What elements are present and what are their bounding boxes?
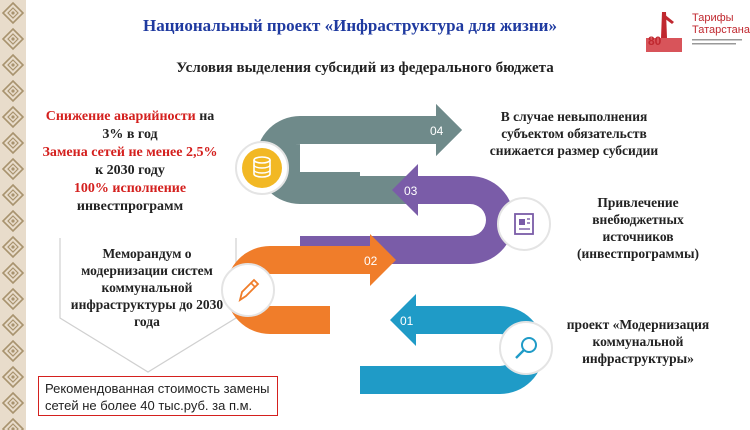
target-execution: 100% исполнение [73, 181, 187, 196]
target-accident-reduction: Снижение аварийности [45, 109, 196, 124]
band-01-shape [330, 294, 544, 394]
step-number-01: 01 [400, 314, 414, 328]
target-investprograms: инвестпрограмм [76, 199, 184, 214]
logo-name-line2: Татарстана [692, 24, 750, 36]
logo-name: Тарифы Татарстана [692, 12, 750, 36]
coins-icon [235, 141, 289, 195]
memorandum-text: Меморандум о модернизации систем коммуна… [70, 246, 224, 329]
step-number-02: 02 [364, 254, 378, 268]
monument-logo-icon [646, 12, 682, 52]
step-01-text: проект «Модернизация коммунальной инфрас… [566, 317, 710, 366]
target-on: на [199, 109, 215, 124]
pencil-icon [221, 263, 275, 317]
logo-name-line1: Тарифы [692, 12, 734, 24]
step-number-04: 04 [430, 124, 444, 138]
page-title: Национальный проект «Инфраструктура для … [143, 16, 557, 35]
target-percent-year: 3% в год [102, 127, 158, 142]
band-03-shape [300, 164, 514, 264]
ornament-border [0, 0, 26, 430]
step-number-03: 03 [404, 184, 418, 198]
step-04-text: В случае невыполнения субъектом обязател… [489, 109, 659, 158]
recommended-cost-box: Рекомендованная стоимость замены сетей н… [38, 376, 278, 416]
page-subtitle: Условия выделения субсидий из федерально… [176, 60, 554, 76]
step-03-text: Привлечение внебюджетных источников (инв… [577, 195, 699, 261]
target-deadline: к 2030 году [95, 163, 165, 178]
target-network-replacement: Замена сетей не менее 2,5% [42, 145, 218, 160]
logo: 80 Тарифы Татарстана [640, 8, 750, 54]
logo-fine-print [692, 39, 742, 45]
document-icon [497, 197, 551, 251]
band-02-shape [226, 234, 396, 334]
targets-block: Снижение аварийности на 3% в год Замена … [30, 108, 230, 216]
magnifier-icon [499, 321, 553, 375]
anniversary-badge: 80 [648, 34, 662, 48]
